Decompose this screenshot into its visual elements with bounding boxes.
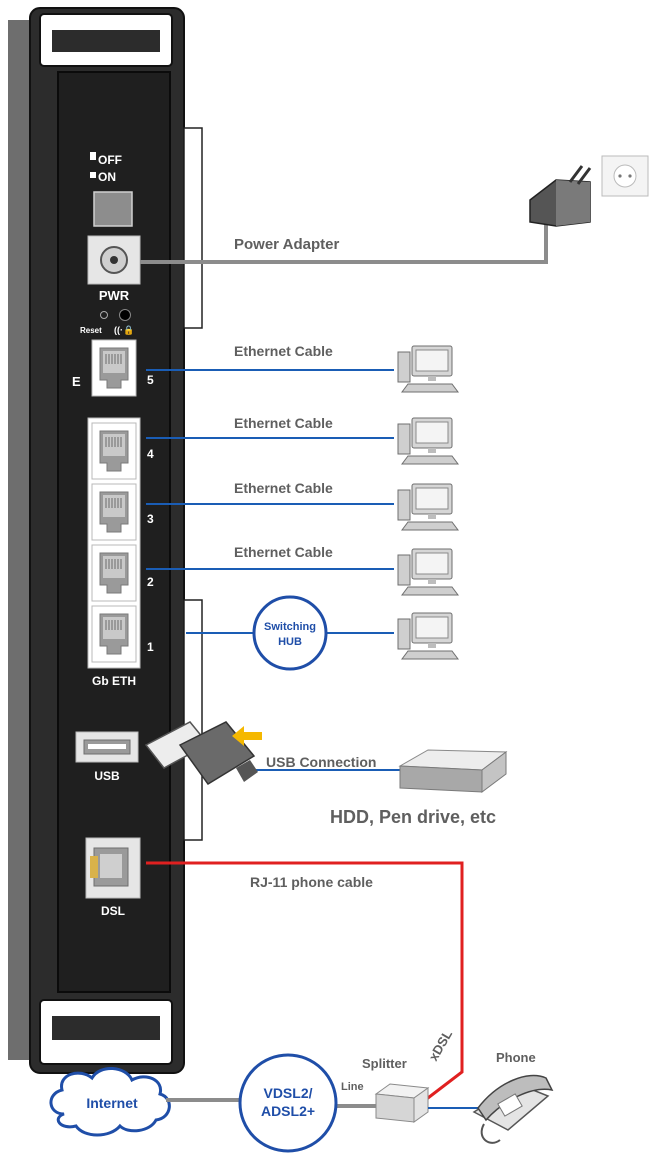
computer-icon xyxy=(398,613,458,659)
usb-connection-label: USB Connection xyxy=(266,754,376,770)
off-indicator-icon xyxy=(90,152,96,160)
splitter-icon xyxy=(376,1084,428,1122)
dsl-port-label: DSL xyxy=(101,904,125,918)
ethernet-port-1[interactable] xyxy=(92,606,136,662)
ethernet-port-5[interactable] xyxy=(92,340,136,396)
power-off-label: OFF xyxy=(98,153,122,167)
usb-device-label: HDD, Pen drive, etc xyxy=(330,807,496,827)
ethernet-cable-label-5: Ethernet Cable xyxy=(234,343,333,359)
internet-label: Internet xyxy=(86,1095,138,1111)
port-number-3: 3 xyxy=(147,512,154,526)
port-number-1: 1 xyxy=(147,640,154,654)
power-switch-button[interactable] xyxy=(94,192,132,226)
power-adapter-icon xyxy=(530,166,590,226)
wall-outlet-icon xyxy=(602,156,648,196)
computer-icon xyxy=(398,418,458,464)
power-on-label: ON xyxy=(98,170,116,184)
ethernet-cable-label-2: Ethernet Cable xyxy=(234,544,333,560)
ethernet-port-2[interactable] xyxy=(92,545,136,601)
phone-label: Phone xyxy=(496,1050,536,1065)
computer-icon xyxy=(398,484,458,530)
on-indicator-icon xyxy=(90,172,96,178)
port-number-5: 5 xyxy=(147,373,154,387)
hdd-device-icon xyxy=(400,750,506,792)
xdsl-label: xDSL xyxy=(426,1027,456,1063)
wan-side-letter: E xyxy=(72,374,81,389)
usb-port-label: USB xyxy=(94,769,120,783)
ethernet-group-label: Gb ETH xyxy=(92,674,136,688)
ethernet-port-4[interactable] xyxy=(92,423,136,479)
computer-icon xyxy=(398,549,458,595)
modem-label-line1: VDSL2/ xyxy=(263,1085,312,1101)
wps-lock-icon: ((·🔒 xyxy=(114,325,134,335)
telephone-icon xyxy=(474,1076,552,1143)
ethernet-port-3[interactable] xyxy=(92,484,136,540)
switching-hub-label-line2: HUB xyxy=(278,636,302,648)
rj11-cable-label: RJ-11 phone cable xyxy=(250,874,373,890)
port-number-2: 2 xyxy=(147,575,154,589)
power-port-label: PWR xyxy=(99,288,130,303)
wps-button[interactable] xyxy=(120,310,131,321)
modem-label-line2: ADSL2+ xyxy=(261,1103,315,1119)
ethernet-cable-label-4: Ethernet Cable xyxy=(234,415,333,431)
switching-hub-label-line1: Switching xyxy=(264,621,316,633)
reset-label: Reset xyxy=(80,326,102,335)
computer-icon xyxy=(398,346,458,392)
switching-hub-badge xyxy=(254,597,326,669)
line-label: Line xyxy=(341,1081,364,1093)
power-adapter-label: Power Adapter xyxy=(234,236,339,253)
port-number-4: 4 xyxy=(147,447,154,461)
splitter-label: Splitter xyxy=(362,1056,407,1071)
ethernet-cable-label-3: Ethernet Cable xyxy=(234,480,333,496)
